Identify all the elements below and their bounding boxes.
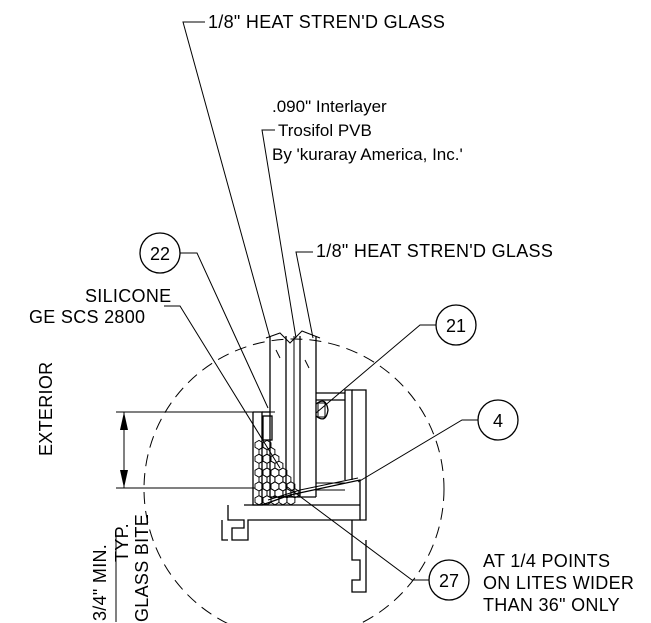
- label-silicone-line1: SILICONE: [85, 286, 171, 306]
- leader-glass-inner: [295, 251, 314, 339]
- label-interlayer-line2: Trosifol PVB: [278, 121, 372, 140]
- label-exterior: EXTERIOR: [36, 362, 56, 456]
- callout-4: [357, 399, 519, 483]
- note-line1: AT 1/4 POINTS: [483, 551, 610, 571]
- silicone-bead: [254, 439, 300, 506]
- callout-22: [139, 232, 269, 409]
- callout-27-number: 27: [439, 571, 459, 591]
- leader-interlayer: [261, 129, 297, 339]
- leader-glass-top: [182, 21, 271, 339]
- label-bite-line2: TYP.: [112, 523, 132, 562]
- label-bite-line3: GLASS BITE: [132, 514, 152, 622]
- leader-silicone: [164, 305, 281, 469]
- callout-22-number: 22: [150, 244, 170, 264]
- aluminum-frame: [221, 389, 367, 593]
- note-line2: ON LITES WIDER: [483, 573, 634, 593]
- callout-27: [285, 485, 470, 601]
- callout-21-number: 21: [446, 316, 466, 336]
- label-bite-line1: 3/4" MIN.: [90, 544, 110, 621]
- label-interlayer-line1: .090" Interlayer: [272, 97, 387, 116]
- note-line3: THAN 36" ONLY: [483, 595, 620, 615]
- label-glass-inner: 1/8" HEAT STREN'D GLASS: [316, 241, 553, 261]
- label-glass-top: 1/8" HEAT STREN'D GLASS: [208, 12, 445, 32]
- dimension-glass-bite: [116, 411, 275, 489]
- callout-21: [315, 304, 477, 414]
- label-silicone-line2: GE SCS 2800: [29, 307, 145, 327]
- callout-4-number: 4: [493, 411, 503, 431]
- label-interlayer-line3: By 'kuraray America, Inc.': [272, 145, 463, 164]
- laminated-glass-unit: [265, 330, 321, 498]
